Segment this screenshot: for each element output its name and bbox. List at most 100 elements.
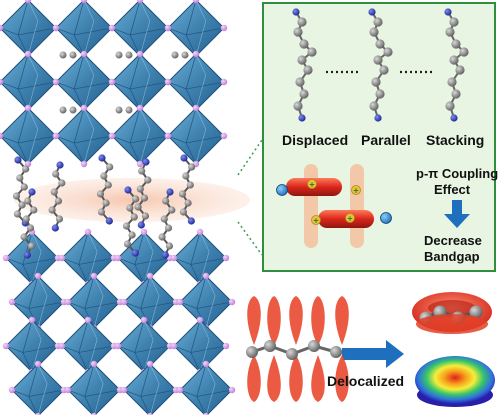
carbon-atom [138,167,146,175]
charge-sphere [276,184,288,196]
halide-atom [220,132,228,140]
carbon-atom [469,305,483,319]
methylammonium-nitrogen [125,51,133,59]
halide-atom [202,360,210,368]
carbon-atom [26,224,35,232]
octahedron [2,316,62,376]
carbon-atom [184,199,192,207]
halide-atom [84,228,92,236]
carbon-atom [179,208,188,216]
carbon-atom [132,195,140,203]
octahedron [8,360,68,420]
methylammonium-carbon [59,51,67,59]
delocalized-orbital-molecule [412,292,492,334]
nitrogen-atom [292,8,300,16]
carbon-atom [371,77,381,87]
carbon-atom [373,55,383,65]
organic-spacer-chain [134,158,152,229]
nitrogen-atom [124,186,132,194]
carbon-atom [106,163,114,171]
octahedron [170,228,230,288]
carbon-atom [126,204,134,212]
inset-panel: ++++ Displaced Parallel Stacking p-π Cou… [262,2,499,272]
halide-atom [220,24,228,32]
p-orbital-lobe-bottom [289,355,303,402]
carbon-atom [55,215,64,223]
halide-atom [28,316,36,324]
carbon-atom [24,197,32,205]
octahedron [52,50,116,114]
p-orbital-lobe-bottom [311,355,325,402]
stacked-molecule [292,8,317,122]
carbon-atom [18,201,26,209]
coupling-label: p-π Coupling [416,166,499,181]
halide-atom [176,386,184,394]
charge-sphere [351,185,361,195]
halide-atom [192,50,200,58]
octahedron [64,360,124,420]
electron-density-map [415,356,495,407]
carbon-atom [97,208,106,216]
halide-atom [80,160,88,168]
carbon-atom [297,55,307,65]
halide-atom [170,342,178,350]
carbon-atom [447,77,457,87]
p-orbital-lobe-top [335,296,349,345]
halide-atom [136,104,144,112]
nitrogen-atom [368,8,376,16]
carbon-atom [451,89,461,99]
halide-atom [114,342,122,350]
carbon-atom [246,346,258,358]
plus-charge-symbol: + [309,180,314,190]
delocalized-label: Delocalized [327,373,405,389]
carbon-atom [141,212,150,220]
halide-atom [136,160,144,168]
carbon-atom [160,215,168,223]
carbon-atom [264,340,276,352]
halide-atom [52,24,60,32]
connector-line-top [237,139,263,176]
octahedron [0,104,60,168]
halide-atom [84,316,92,324]
octahedron [0,0,60,60]
halide-atom [34,272,42,280]
octahedron [170,316,230,376]
carbon-atom [128,231,136,239]
octahedron [58,316,118,376]
coupling-effect-label: Effect [434,182,471,197]
methylammonium-carbon [115,51,123,59]
carbon-atom [297,17,307,27]
delocalized-arrow [342,340,404,368]
halide-atom [114,254,122,262]
carbon-atom [20,183,28,191]
carbon-atom [140,194,149,202]
carbon-atom [96,190,105,198]
halide-atom [0,132,4,140]
carbon-atom [52,170,60,178]
halide-atom [52,132,60,140]
octahedron [164,104,228,168]
halide-atom [164,132,172,140]
carbon-atom [58,179,66,187]
p-orbital-lobe-top [267,296,281,345]
plus-charge-symbol: + [347,214,352,224]
carbon-atom [379,65,389,75]
nitrogen-atom [374,114,382,122]
halide-atom [90,272,98,280]
carbon-atom [330,346,342,358]
charge-sphere [345,213,355,223]
carbon-atom [54,197,63,205]
p-orbital-lobe-top [289,296,303,345]
halide-atom [64,298,72,306]
carbon-atom [102,199,110,207]
connector-line-bottom [237,221,263,256]
halide-atom [108,132,116,140]
stacking-label-displaced: Displaced [282,132,349,148]
halide-atom [2,342,10,350]
carbon-atom [27,242,36,250]
nitrogen-atom [180,154,188,162]
halide-atom [108,78,116,86]
halide-atom [24,104,32,112]
p-orbital-lobe-bottom [267,355,281,402]
